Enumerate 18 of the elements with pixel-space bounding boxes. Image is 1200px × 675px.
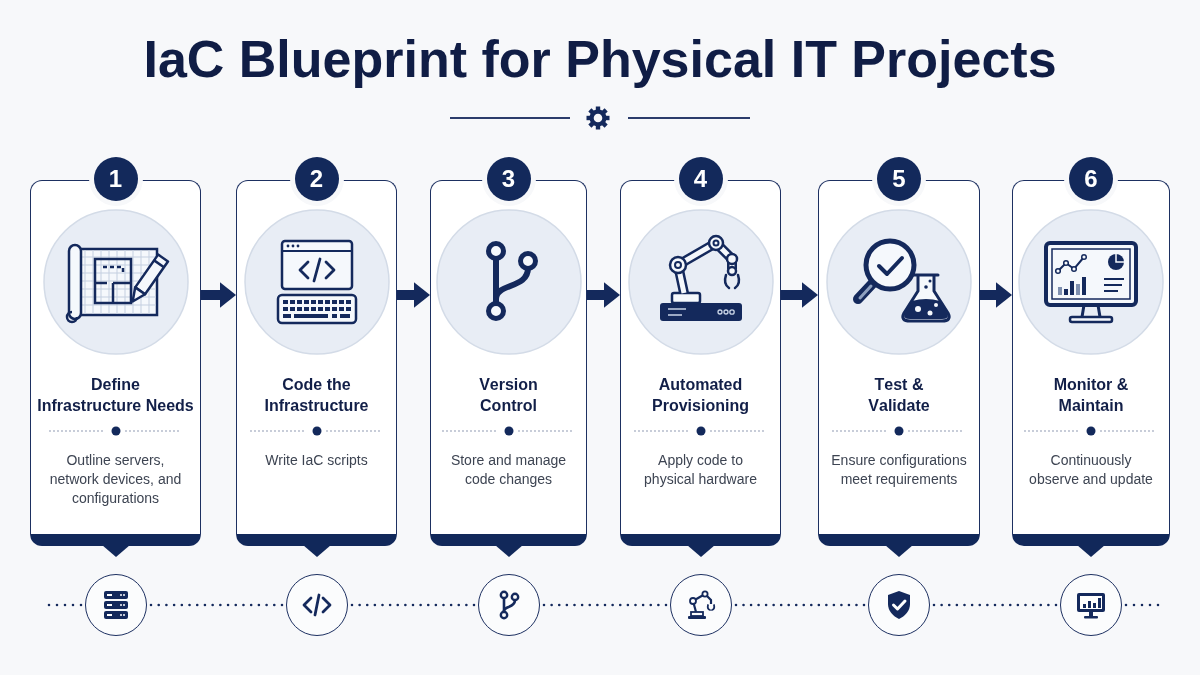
step-title: Define Infrastructure Needs — [37, 375, 194, 416]
step-description: Store and manage code changes — [449, 451, 568, 489]
step-description: Outline servers, network devices, and configurations — [48, 451, 183, 508]
step-description: Ensure configurations meet requirements — [830, 451, 968, 489]
arrow — [587, 282, 620, 308]
arrow — [397, 282, 430, 308]
step-title: Version Control — [478, 375, 539, 416]
step-title: Test & Validate — [867, 375, 931, 416]
step-description: Apply code to physical hardware — [643, 451, 758, 489]
arrow — [781, 282, 818, 308]
step-title: Code the Infrastructure — [263, 375, 370, 416]
arrow — [980, 282, 1012, 308]
step-title: Automated Provisioning — [651, 375, 750, 416]
step-title: Monitor & Maintain — [1052, 375, 1130, 416]
step-description: Continuously observe and update — [1028, 451, 1154, 489]
step-description: Write IaC scripts — [265, 451, 368, 470]
page-title: IaC Blueprint for Physical IT Projects — [143, 29, 1057, 90]
arrow — [201, 282, 236, 308]
